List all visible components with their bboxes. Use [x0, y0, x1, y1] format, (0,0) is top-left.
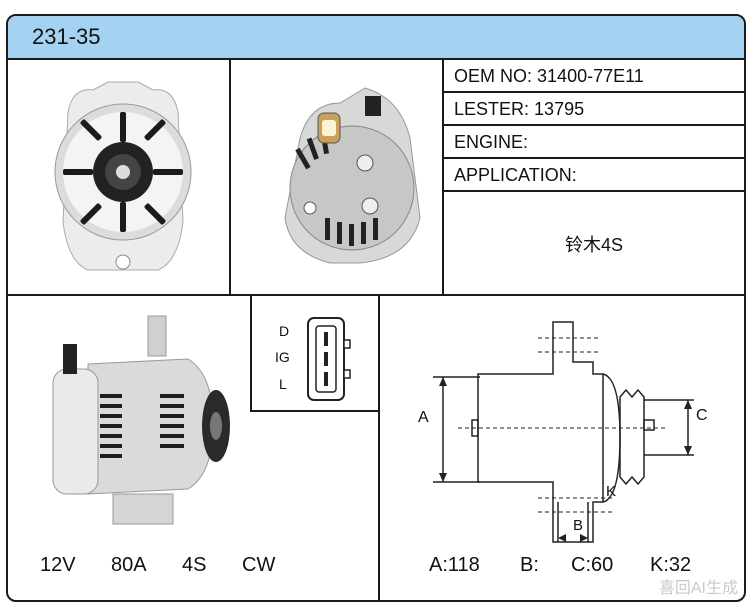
application-value: 铃木4S [564, 235, 624, 255]
amperage-spec: 80A [111, 554, 147, 576]
application-label: APPLICATION: [454, 165, 577, 185]
oem-number-row: OEM NO: 31400-77E11 [444, 60, 744, 93]
dimension-c-value: C:60 [571, 554, 614, 576]
dimension-k-value: K:32 [650, 554, 692, 576]
dimension-a-label: A [418, 409, 429, 426]
card-header: 231-35 [8, 16, 744, 60]
plug-pin-label: L [279, 376, 287, 392]
plug-connector-icon [307, 317, 351, 401]
alternator-front-photo [54, 81, 192, 271]
rotation-spec: CW [242, 554, 276, 576]
alternator-side-photo [52, 315, 230, 525]
dimension-b-value: B: [520, 554, 539, 576]
divider [229, 58, 231, 296]
dimension-b-label: B [573, 517, 584, 534]
lester-value: 13795 [534, 99, 585, 119]
watermark: 喜回AI生成 [658, 580, 738, 597]
oem-value: 31400-77E11 [537, 66, 644, 86]
alternator-rear-photo [284, 87, 421, 264]
plug-pin-label: IG [275, 349, 290, 365]
lester-row: LESTER: 13795 [444, 93, 744, 126]
dimension-diagram [433, 321, 694, 543]
dimension-c-label: C [696, 407, 708, 424]
oem-label: OEM NO: [454, 66, 533, 86]
divider [442, 58, 444, 296]
engine-label: ENGINE: [454, 132, 529, 152]
part-number-title: 231-35 [32, 24, 101, 49]
engine-row: ENGINE: [444, 126, 744, 159]
dimension-k-label: K [606, 483, 617, 500]
application-row: APPLICATION: [444, 159, 744, 192]
dimension-a-value: A:118 [429, 554, 480, 576]
plug-pin-label: D [279, 323, 290, 339]
voltage-spec: 12V [40, 554, 76, 576]
divider [250, 410, 380, 412]
product-card: 231-35 [6, 14, 746, 602]
grooves-spec: 4S [182, 554, 207, 576]
divider [250, 294, 252, 412]
divider [378, 294, 380, 600]
divider [8, 294, 744, 296]
lester-label: LESTER: [454, 99, 530, 119]
